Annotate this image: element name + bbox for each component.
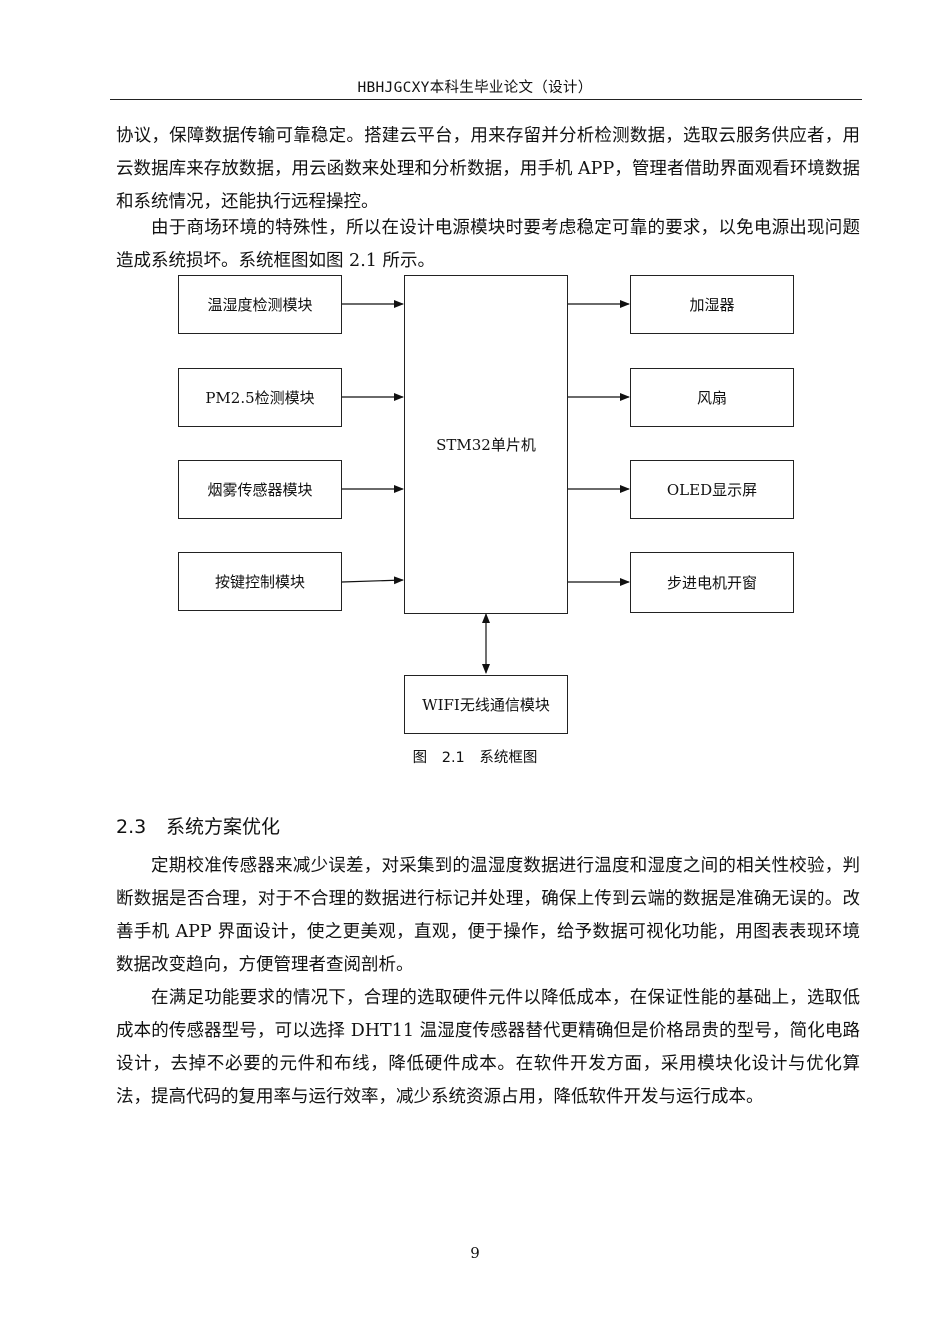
- arrow-input-4: [341, 576, 404, 585]
- paragraph-1: 协议，保障数据传输可靠稳定。搭建云平台，用来存留并分析检测数据，选取云服务供应者…: [116, 126, 860, 212]
- output-box-fan: 风扇: [630, 368, 794, 427]
- input-box-smoke-sensor: 烟雾传感器模块: [178, 460, 342, 519]
- system-block-diagram: 温湿度检测模块 PM2.5检测模块 烟雾传感器模块 按键控制模块 STM32单片…: [178, 275, 794, 734]
- section-heading: 2.3 系统方案优化: [116, 812, 280, 839]
- input-box-pm25: PM2.5检测模块: [178, 368, 342, 427]
- running-header: HBHJGCXY本科生毕业论文（设计）: [357, 80, 593, 96]
- input-box-temp-humidity: 温湿度检测模块: [178, 275, 342, 334]
- mcu-box: STM32单片机: [404, 275, 568, 614]
- header-rule: [110, 99, 862, 100]
- paragraph-2: 由于商场环境的特殊性，所以在设计电源模块时要考虑稳定可靠的要求，以免电源出现问题…: [116, 218, 860, 271]
- paragraph-3: 定期校准传感器来减少误差，对采集到的温湿度数据进行温度和湿度之间的相关性校验，判…: [116, 856, 860, 975]
- section-title: 系统方案优化: [166, 816, 281, 838]
- figure-caption: 图 2.1 系统框图: [412, 750, 538, 766]
- output-box-humidifier: 加湿器: [630, 275, 794, 334]
- input-box-key-control: 按键控制模块: [178, 552, 342, 611]
- output-box-oled: OLED显示屏: [630, 460, 794, 519]
- section-number: 2.3: [116, 816, 147, 838]
- output-box-stepper-window: 步进电机开窗: [630, 552, 794, 613]
- page-number: 9: [470, 1244, 480, 1262]
- diagram-connectors: [341, 300, 630, 674]
- paragraph-4: 在满足功能要求的情况下，合理的选取硬件元件以降低成本，在保证性能的基础上，选取低…: [116, 988, 860, 1107]
- comm-box-wifi: WIFI无线通信模块: [404, 675, 568, 734]
